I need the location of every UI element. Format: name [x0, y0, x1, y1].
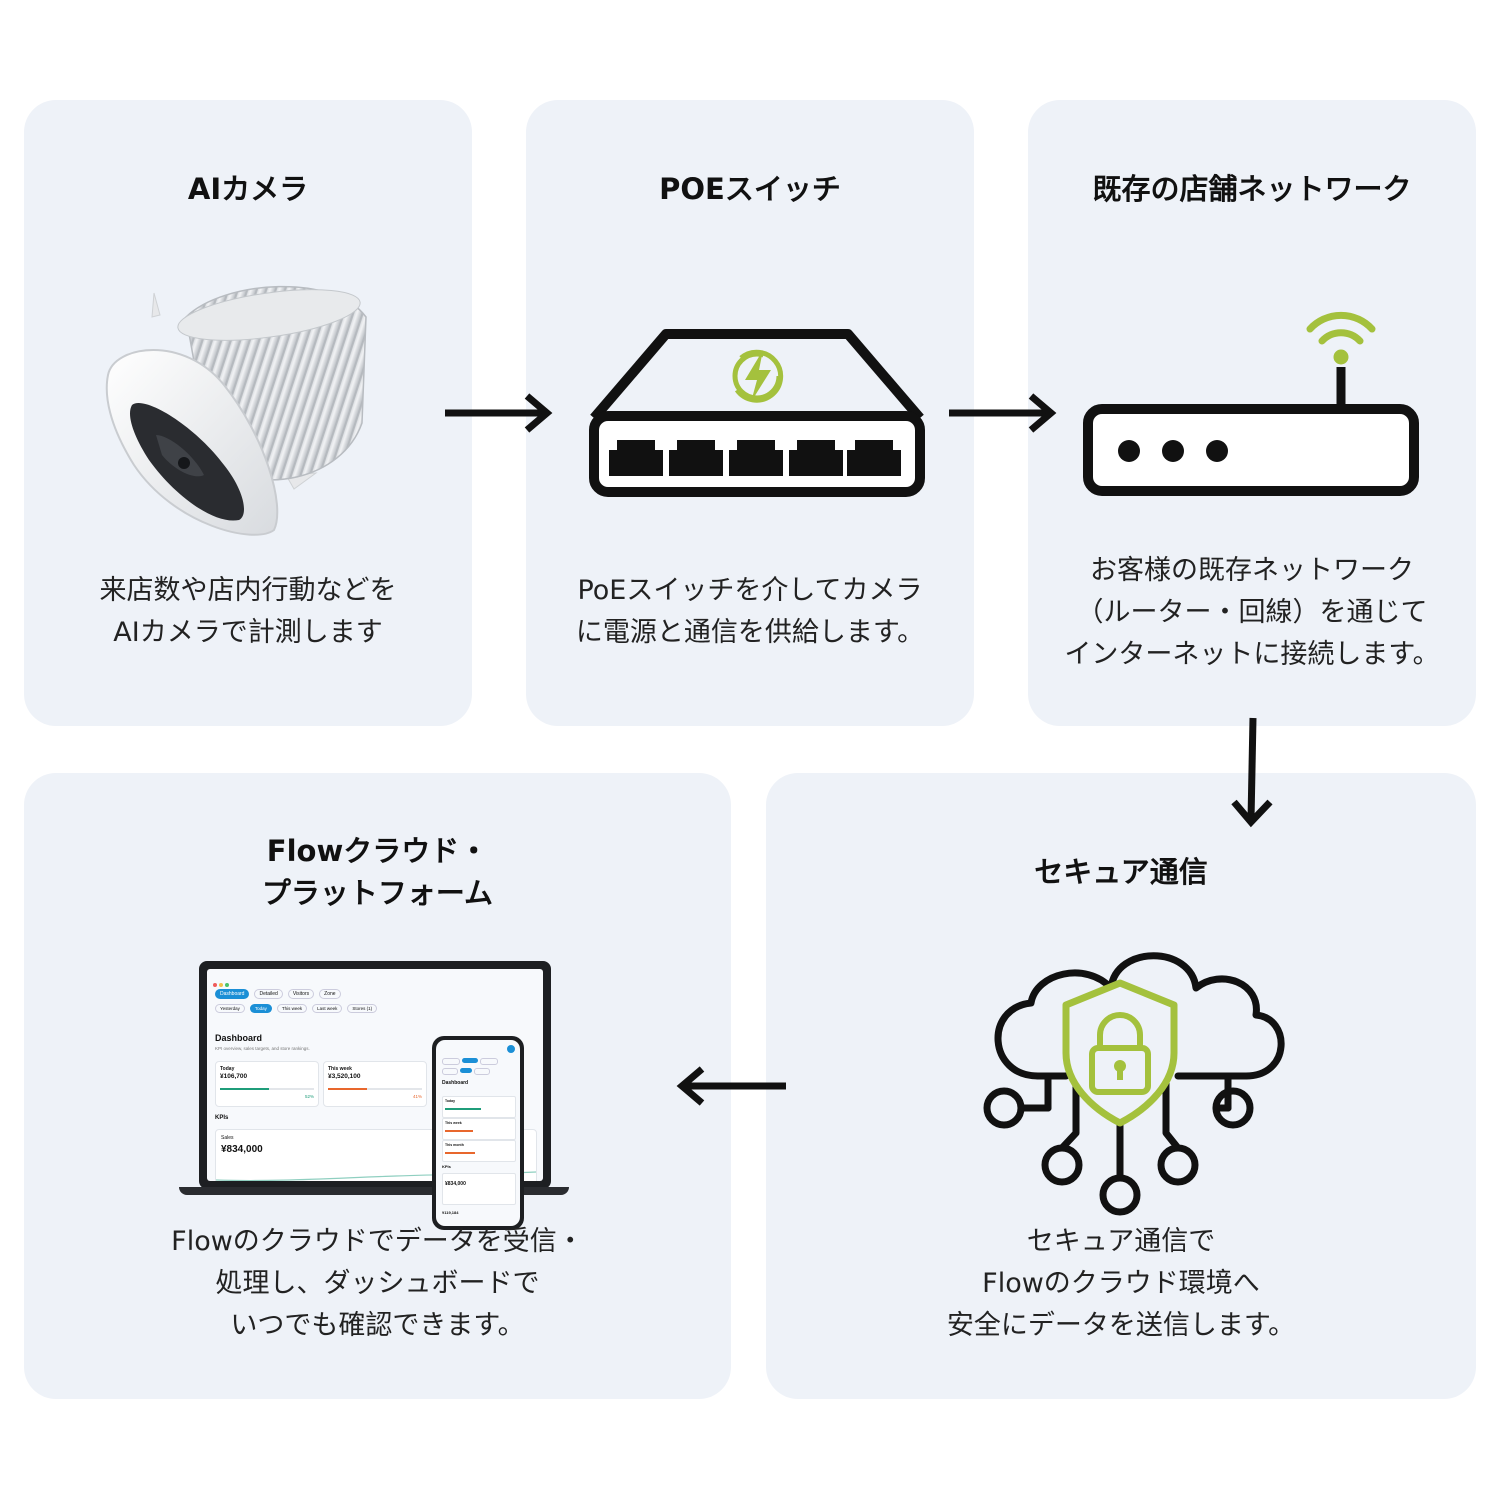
- tab-detailed[interactable]: Detailed: [254, 989, 283, 999]
- tab-dashboard[interactable]: Dashboard: [215, 989, 250, 999]
- period-this-week[interactable]: This week: [276, 1004, 308, 1013]
- arrow-right-icon: [445, 393, 553, 433]
- kpi-card-today: Today ¥106,700 52%: [215, 1061, 319, 1107]
- poe-switch-icon: [589, 329, 925, 497]
- period-yesterday[interactable]: Yesterday: [215, 1004, 245, 1013]
- wifi-icon: [1306, 311, 1376, 365]
- card-title: Flowクラウド・ プラットフォーム: [261, 834, 494, 911]
- card-description: 来店数や店内行動などを AIカメラで計測します: [99, 575, 397, 648]
- card-secure-communication: セキュア通信 セキュア通信で Flowのクラウド環境へ 安全にデ: [766, 773, 1476, 1399]
- tab-visitors[interactable]: Visitors: [287, 989, 315, 999]
- card-poe-switch: POEスイッチ PoEスイッチを介してカメラ に電源と通信を供給します。: [526, 100, 974, 726]
- card-ai-camera: AIカメラ 来店数や店内行動などを AIカメラで計測します: [24, 100, 472, 726]
- tab-zone[interactable]: Zone: [319, 989, 341, 999]
- card-title: 既存の店舗ネットワーク: [1092, 172, 1412, 206]
- card-description: PoEスイッチを介してカメラ に電源と通信を供給します。: [575, 575, 925, 648]
- shield-lock-icon: [1062, 979, 1178, 1127]
- arrow-left-icon: [676, 1066, 786, 1106]
- router-icon: [1083, 311, 1419, 496]
- dashboard-tabs: Dashboard Detailed Visitors Zone: [215, 989, 341, 999]
- kpis-label: KPIs: [215, 1115, 229, 1121]
- period-today[interactable]: Today: [249, 1004, 272, 1013]
- card-title: POEスイッチ: [659, 172, 841, 206]
- card-description: セキュア通信で Flowのクラウド環境へ 安全にデータを送信します。: [946, 1226, 1296, 1341]
- card-flow-cloud: Flowクラウド・ プラットフォーム Dashboard Detailed Vi…: [24, 773, 731, 1399]
- ai-camera-image: [105, 285, 367, 536]
- arrow-down-icon: [1231, 717, 1273, 828]
- card-description: Flowのクラウドでデータを受信・ 処理し、ダッシュボードで いつでも確認できま…: [171, 1226, 584, 1341]
- power-bolt-icon: [732, 349, 784, 403]
- arrow-right-icon: [949, 393, 1057, 433]
- card-title: セキュア通信: [1034, 855, 1208, 889]
- period-last-week[interactable]: Last week: [312, 1004, 343, 1013]
- dashboard-heading: Dashboard: [215, 1033, 263, 1043]
- card-description: お客様の既存ネットワーク （ルーター・回線）を通じて インターネットに接続します…: [1064, 555, 1440, 670]
- card-store-network: 既存の店舗ネットワーク お客様の既存ネットワーク （ルーター・回線）を通じて イ…: [1028, 100, 1476, 726]
- card-title: AIカメラ: [187, 172, 309, 206]
- dashboard-subheading: KPI overview, sales targets, and store r…: [215, 1046, 310, 1051]
- kpi-card-week: This week ¥3,520,100 41%: [323, 1061, 427, 1107]
- phone-dashboard-mockup: Dashboard Today This week This month KPI…: [432, 1036, 524, 1230]
- secure-cloud-icon: [983, 952, 1285, 1216]
- period-stores[interactable]: Stores (1): [347, 1004, 378, 1013]
- period-filters: Yesterday Today This week Last week Stor…: [215, 1004, 378, 1013]
